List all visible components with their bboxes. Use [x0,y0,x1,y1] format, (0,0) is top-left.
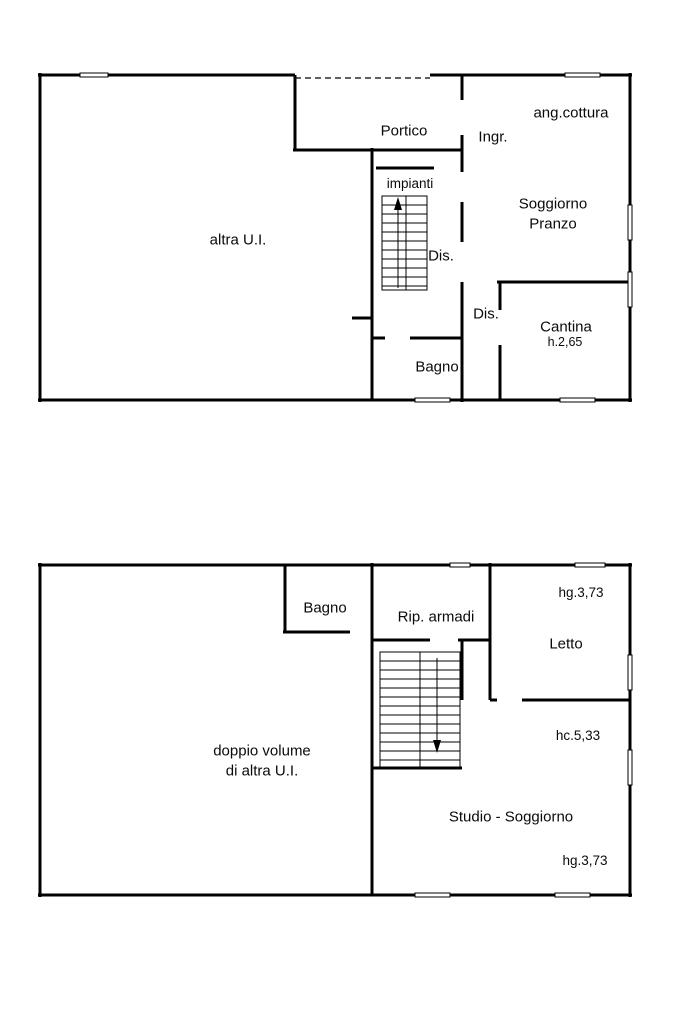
label-doppio-volume: doppio volume di altra U.I. [213,742,311,780]
label-cantina-height: h.2,65 [547,334,583,349]
label-bagno-lower: Bagno [303,599,347,617]
label-altra-ui: altra U.I. [209,231,267,249]
label-ang-cottura: ang.cottura [533,104,609,122]
stair-down-arrow [433,740,441,753]
label-bagno-upper: Bagno [415,358,459,376]
label-ingresso: Ingr. [478,128,508,146]
label-dis-1: Dis. [428,247,454,265]
label-hc: hc.5,33 [555,728,601,744]
upper-plan-windows [79,72,633,403]
label-hg-top: hg.3,73 [558,585,604,601]
label-studio-soggiorno: Studio - Soggiorno [448,808,574,826]
label-cantina: Cantina [540,318,592,336]
label-soggiorno-pranzo: Soggiorno Pranzo [518,195,588,233]
label-impianti: impianti [386,176,434,192]
upper-plan-stairs [381,195,428,291]
label-letto: Letto [549,635,583,653]
label-rip-armadi: Rip. armadi [397,608,475,626]
lower-plan-windows [414,562,633,898]
label-hg-bottom: hg.3,73 [562,853,608,869]
upper-plan-walls [38,73,632,402]
label-portico: Portico [380,122,428,140]
stair-up-arrow [394,197,402,210]
label-dis-2: Dis. [473,305,499,323]
lower-plan-stairs [379,651,461,769]
